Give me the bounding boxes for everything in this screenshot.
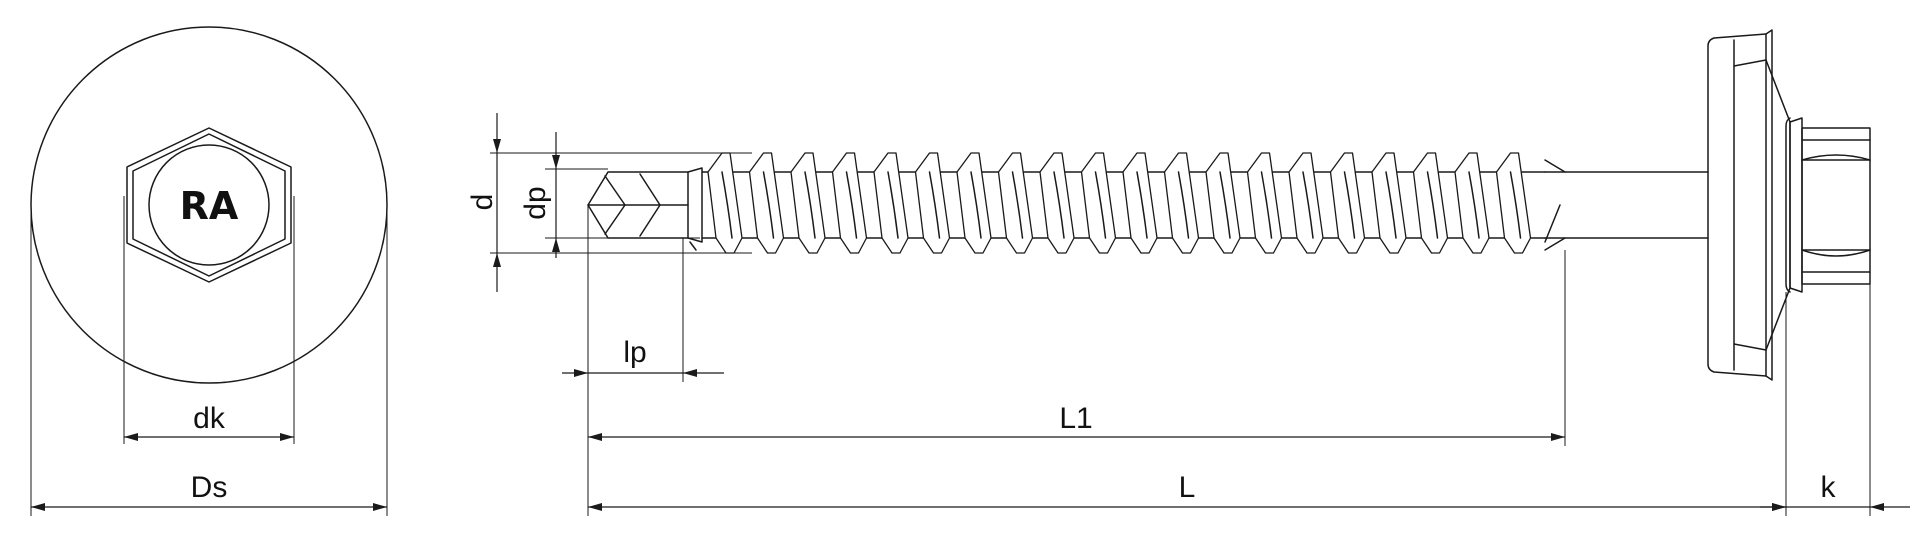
hex-head-collar-circle	[148, 144, 270, 266]
thread-flank	[1385, 171, 1397, 239]
thread-crest	[1495, 152, 1532, 254]
thread-crest	[1039, 152, 1075, 254]
screw-shank	[1544, 159, 1709, 251]
side-view: d dp lp L1 L k	[466, 29, 1910, 516]
thread-crest	[914, 152, 951, 254]
thread-flank	[887, 171, 899, 239]
thread-crest	[1122, 152, 1158, 254]
thread-flank	[1260, 171, 1273, 239]
thread-flank	[804, 171, 816, 239]
thread-flank	[1094, 171, 1107, 239]
thread-crest	[873, 152, 909, 254]
thread-flank	[1011, 171, 1024, 239]
thread-crest	[1454, 152, 1490, 254]
thread-flank	[845, 171, 858, 239]
lp-label: lp	[623, 336, 646, 369]
k-label: k	[1821, 471, 1837, 504]
thread-crest	[1288, 152, 1324, 254]
thread-flank	[1426, 171, 1439, 239]
Ds-label: Ds	[191, 471, 228, 504]
thread-flank	[1219, 171, 1231, 239]
hex-head-outline	[126, 127, 292, 283]
d-label: d	[466, 194, 499, 211]
thread-flank	[1509, 171, 1522, 239]
thread-crest	[956, 152, 992, 254]
thread-flank	[721, 171, 733, 239]
L1-label: L1	[1059, 402, 1092, 435]
thread-crest	[1371, 152, 1407, 254]
thread-flank	[1302, 171, 1314, 239]
dk-label: dk	[193, 402, 226, 435]
thread-crest	[831, 152, 868, 254]
thread-crest	[1246, 152, 1283, 254]
thread-crest	[1412, 152, 1449, 254]
thread-crest	[997, 152, 1034, 254]
hex-head-side	[1785, 117, 1871, 293]
thread-crest	[790, 152, 826, 254]
thread-flank	[762, 171, 775, 239]
dp-label: dp	[519, 186, 552, 219]
top-view: RA dk Ds	[30, 26, 388, 516]
thread-flank	[928, 171, 941, 239]
thread-crest	[1163, 152, 1200, 254]
thread-flank	[970, 171, 982, 239]
thread-flank	[1136, 171, 1148, 239]
thread-crest	[748, 152, 785, 254]
hex-head-inner-outline	[132, 133, 286, 277]
screw-thread	[701, 152, 1546, 254]
thread-flank	[1343, 171, 1356, 239]
thread-flank	[1468, 171, 1480, 239]
thread-flank	[1053, 171, 1065, 239]
thread-flank	[1177, 171, 1190, 239]
thread-crest	[1205, 152, 1241, 254]
L-label: L	[1179, 471, 1196, 504]
head-marking: RA	[180, 184, 239, 228]
thread-crest	[1080, 152, 1117, 254]
thread-crest	[1329, 152, 1366, 254]
sealing-washer	[1707, 29, 1791, 381]
